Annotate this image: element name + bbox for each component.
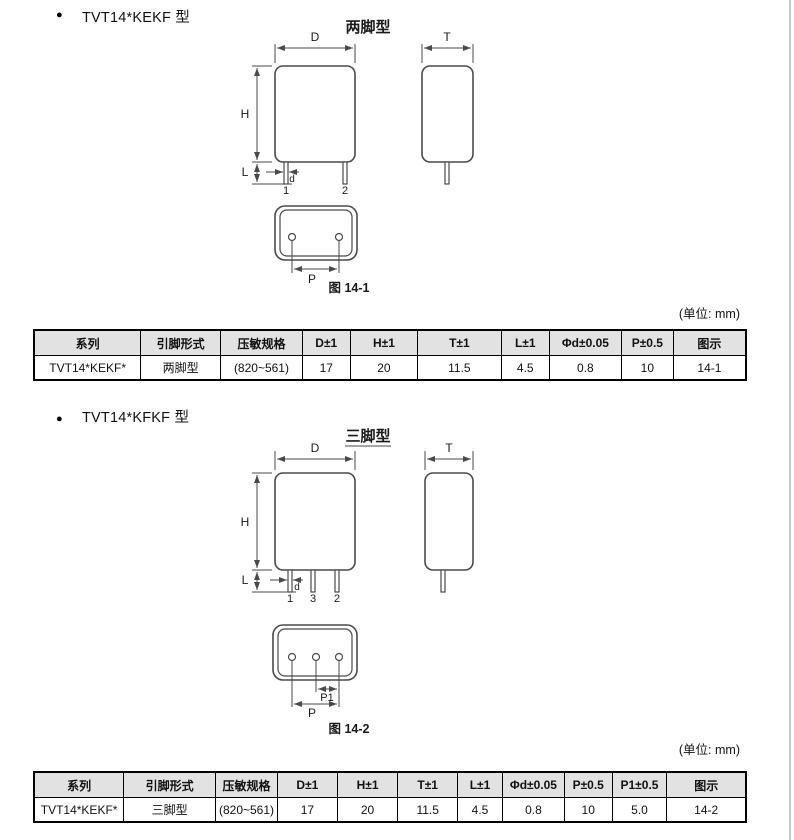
cell-p: 10 [620,355,674,381]
unit-note-2: (单位: mm) [678,743,740,757]
section1-title: TVT14*KEKF 型 [82,10,190,26]
fig1-pin2-label: 2 [342,185,348,197]
header-phid: Φd±0.05 [501,771,565,798]
cell-figure-ref: 14-1 [672,355,747,381]
fig1-side-view: T [421,30,474,185]
figure-three-pin: 三脚型 D H L [241,427,474,736]
header-l: L±1 [457,771,503,798]
cell-series: TVT14*KEKF* [33,355,142,381]
cell-p1: 5.0 [611,797,668,823]
cell-h: 20 [336,797,399,823]
page-edge-line [789,0,791,840]
cell-p: 10 [563,797,613,823]
fig2-dim-T: T [445,441,453,455]
cell-phid: 0.8 [501,797,565,823]
header-figure-ref: 图示 [666,771,747,798]
header-pin-form: 引脚形式 [123,771,217,798]
fig2-dim-P: P [308,706,316,720]
table1-header-row: 系列 引脚形式 压敏规格 D±1 H±1 T±1 L±1 Φd±0.05 P±0… [33,329,747,356]
cell-t: 11.5 [397,797,459,823]
fig2-bottom-view: P1 P [272,624,358,720]
header-t: T±1 [417,329,502,356]
bullet-icon: ● [56,413,63,425]
fig2-dim-d: d [294,582,300,593]
fig1-dim-P: P [308,272,316,286]
cell-varistor-spec: (820~561) [215,797,278,823]
cell-t: 11.5 [417,355,502,381]
bullet-icon: ● [56,9,63,21]
fig2-pin3-label: 3 [310,593,316,605]
fig1-dim-d: d [289,174,295,185]
cell-d: 17 [301,355,351,381]
dimension-table-1: 系列 引脚形式 压敏规格 D±1 H±1 T±1 L±1 Φd±0.05 P±0… [33,329,747,381]
cell-l: 4.5 [500,355,550,381]
fig1-dim-H: H [241,107,250,121]
fig2-front-view: D H L d 1 3 2 [241,441,356,605]
table2-header-row: 系列 引脚形式 压敏规格 D±1 H±1 T±1 L±1 Φd±0.05 P±0… [33,771,747,798]
header-p1: P1±0.5 [611,771,668,798]
header-series: 系列 [33,329,142,356]
cell-series: TVT14*KEKF* [33,797,125,823]
header-l: L±1 [500,329,550,356]
header-p: P±0.5 [620,329,674,356]
fig1-dim-T: T [443,30,451,44]
header-varistor-spec: 压敏规格 [220,329,303,356]
fig2-dim-P1: P1 [320,692,333,704]
fig2-side-view: T [424,441,474,593]
cell-l: 4.5 [457,797,503,823]
header-h: H±1 [349,329,419,356]
header-figure-ref: 图示 [672,329,747,356]
figure2-title: 三脚型 [345,427,390,445]
header-h: H±1 [336,771,399,798]
figure1-caption: 图 14-1 [329,281,370,295]
figure1-title: 两脚型 [345,18,390,36]
fig1-dim-L: L [242,165,249,179]
table2-data-row: TVT14*KEKF* 三脚型 (820~561) 17 20 11.5 4.5… [33,797,747,823]
figure-two-pin: 两脚型 D H L [241,18,474,295]
cell-d: 17 [276,797,338,823]
cell-figure-ref: 14-2 [666,797,747,823]
header-pin-form: 引脚形式 [140,329,222,356]
header-t: T±1 [397,771,459,798]
unit-note-1: (单位: mm) [678,307,740,321]
cell-h: 20 [349,355,419,381]
cell-phid: 0.8 [548,355,622,381]
fig2-dim-D: D [311,441,320,455]
table1-data-row: TVT14*KEKF* 两脚型 (820~561) 17 20 11.5 4.5… [33,355,747,381]
cell-pin-form: 两脚型 [140,355,222,381]
fig2-pin1-label: 1 [287,593,293,605]
header-phid: Φd±0.05 [548,329,622,356]
cell-varistor-spec: (820~561) [220,355,303,381]
header-d: D±1 [301,329,351,356]
fig1-bottom-view: P [274,205,358,286]
fig1-dim-D: D [311,30,320,44]
header-p: P±0.5 [563,771,613,798]
header-d: D±1 [276,771,338,798]
fig2-dim-H: H [241,515,250,529]
section2-title: TVT14*KFKF 型 [82,410,190,426]
header-varistor-spec: 压敏规格 [215,771,278,798]
fig1-front-view: D H L d 1 2 [241,30,356,197]
figure2-caption: 图 14-2 [329,722,370,736]
fig2-pin2-label: 2 [334,593,340,605]
header-series: 系列 [33,771,125,798]
fig2-dim-L: L [242,573,249,587]
fig1-pin1-label: 1 [283,185,289,197]
cell-pin-form: 三脚型 [123,797,217,823]
dimension-table-2: 系列 引脚形式 压敏规格 D±1 H±1 T±1 L±1 Φd±0.05 P±0… [33,771,747,823]
